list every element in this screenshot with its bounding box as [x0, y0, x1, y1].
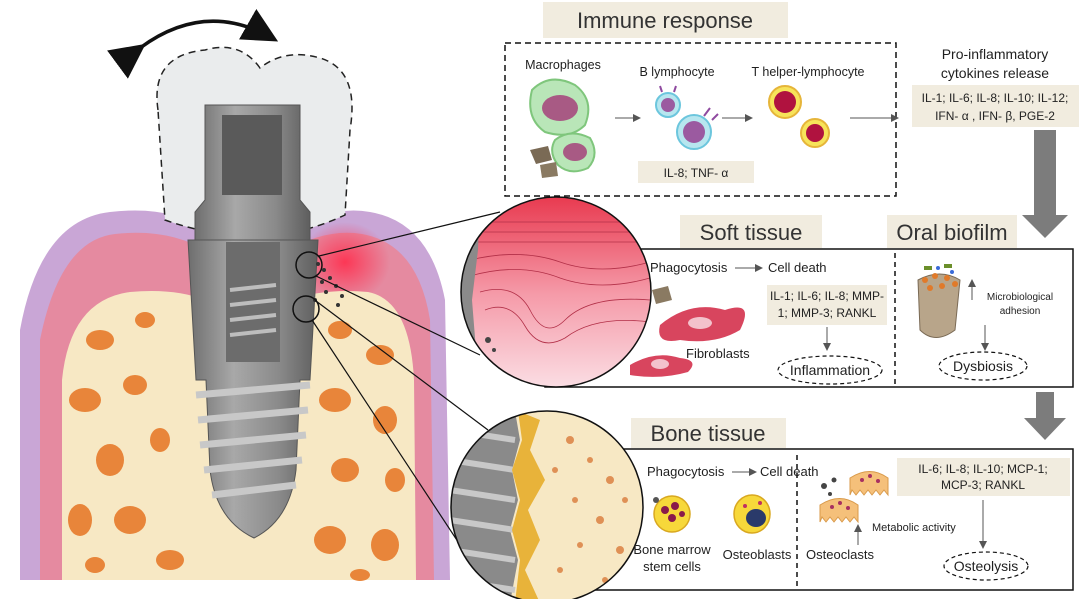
- stem-cell: [653, 495, 691, 533]
- inner-threads: [229, 283, 277, 337]
- adhesion-label-2: adhesion: [1000, 306, 1041, 317]
- immune-title-bg: [543, 2, 788, 38]
- bone-spots: [68, 312, 405, 581]
- t-helper-cells: [768, 85, 830, 148]
- stem-cells-label-1: Bone marrow: [633, 542, 711, 557]
- pro-inflammatory-list-bg: [912, 85, 1079, 127]
- bone-tissue-title: Bone tissue: [651, 421, 766, 446]
- immune-box: [504, 42, 897, 197]
- fibroblasts-label: Fibroblasts: [686, 346, 750, 361]
- soft-cell-death: Cell death: [768, 260, 827, 275]
- biofilm-illustration: [917, 264, 961, 338]
- outer-threads: [195, 381, 311, 499]
- dysbiosis-oval: [938, 351, 1028, 381]
- osteolysis-oval: [943, 551, 1029, 581]
- t-helper-label: T helper-lymphocyte: [751, 65, 864, 79]
- immune-cytokines-bg: [638, 161, 754, 183]
- inflammation-oval: [777, 355, 883, 385]
- bone-cell-death: Cell death: [760, 464, 819, 479]
- b-lymphocyte-cells: [655, 85, 719, 150]
- macrophages-label: Macrophages: [525, 58, 601, 72]
- osteoblast-cell: [733, 494, 771, 534]
- osteoclast-cells: [819, 471, 889, 524]
- metabolic-label: Metabolic activity: [872, 522, 956, 534]
- zoom-connectors: [311, 211, 501, 561]
- soft-cytokines-1: IL-1; IL-6; IL-8; MMP-: [770, 289, 884, 303]
- inflammation-label: Inflammation: [790, 362, 870, 378]
- adhesion-label-1: Microbiological: [987, 292, 1053, 303]
- osteoclasts-label: Osteoclasts: [806, 547, 874, 562]
- osteolysis-label: Osteolysis: [954, 558, 1019, 574]
- bone-cytokines-1: IL-6; IL-8; IL-10; MCP-1;: [918, 462, 1047, 476]
- down-arrow-1-icon: [1022, 130, 1068, 238]
- zoom-marker-bone: [292, 295, 320, 323]
- pro-inflammatory-list-2: IFN- α , IFN- β, PGE-2: [935, 109, 1055, 123]
- pro-inflammatory-list-1: IL-1; IL-6; IL-8; IL-10; IL-12;: [922, 91, 1069, 105]
- down-arrow-2-icon: [1024, 392, 1066, 440]
- bone-tissue-title-bg: [631, 418, 786, 448]
- soft-phagocytosis: Phagocytosis: [650, 260, 728, 275]
- pro-inflammatory-title-1: Pro-inflammatory: [942, 46, 1049, 62]
- pro-inflammatory-title-2: cytokines release: [941, 65, 1049, 81]
- oral-biofilm-title-bg: [887, 215, 1017, 248]
- b-lymphocyte-label: B lymphocyte: [639, 65, 714, 79]
- osteoblasts-label: Osteoblasts: [723, 547, 792, 562]
- soft-cytokines-bg: [767, 285, 887, 325]
- bone-cytokines-2: MCP-3; RANKL: [941, 478, 1025, 492]
- oral-biofilm-title: Oral biofilm: [896, 220, 1007, 245]
- zoom-marker-soft: [295, 251, 323, 279]
- rotation-arrow-icon: [107, 8, 279, 79]
- soft-tissue-title-bg: [680, 215, 822, 248]
- dysbiosis-label: Dysbiosis: [953, 358, 1013, 374]
- fibroblast-cells: [630, 286, 745, 377]
- bone-cytokines-bg: [897, 458, 1070, 496]
- macrophage-cells: [529, 78, 596, 178]
- soft-tissue-zoom: [460, 196, 652, 388]
- bone-tissue-zoom: [450, 410, 644, 599]
- immune-title: Immune response: [577, 8, 753, 33]
- bone-phagocytosis: Phagocytosis: [647, 464, 725, 479]
- stem-cells-label-2: stem cells: [643, 559, 701, 574]
- immune-cytokines: IL-8; TNF- α: [664, 166, 729, 180]
- soft-tissue-title: Soft tissue: [700, 220, 803, 245]
- implant-illustration: [20, 8, 450, 581]
- soft-cytokines-2: 1; MMP-3; RANKL: [778, 306, 877, 320]
